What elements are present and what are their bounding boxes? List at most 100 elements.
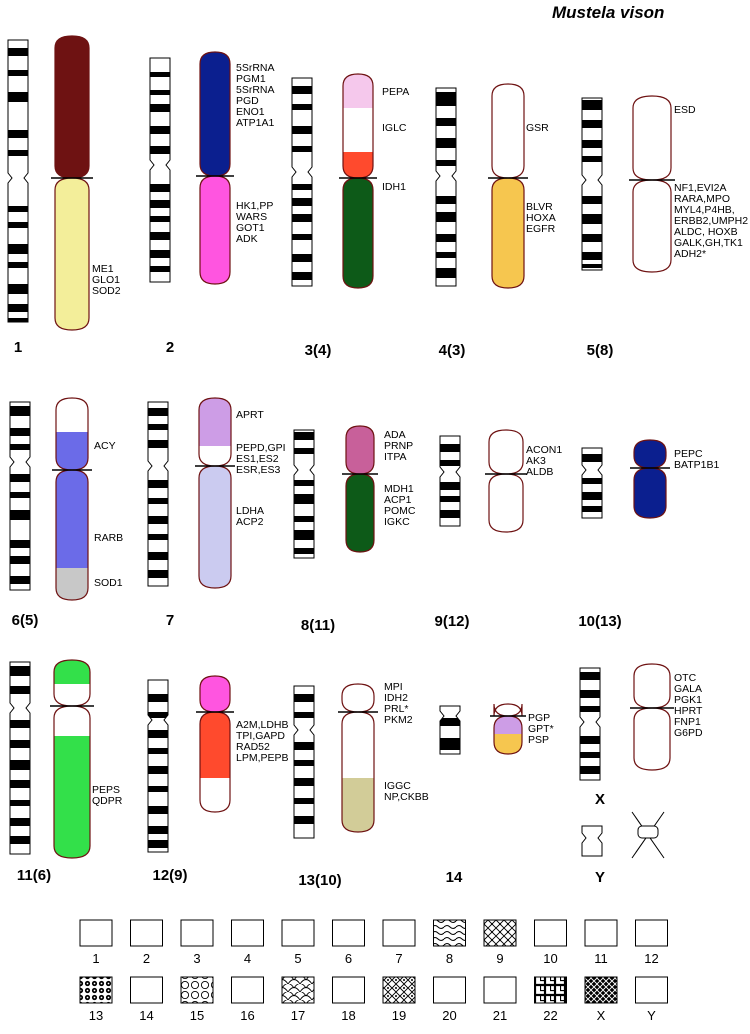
ideogram-band xyxy=(582,214,602,224)
ideogram-background xyxy=(582,826,602,856)
painted-segment xyxy=(343,152,373,178)
gene-label: ES1,ES2 xyxy=(236,453,279,465)
gene-label: FNP1 xyxy=(674,716,701,728)
ideogram-band xyxy=(8,92,28,102)
painted-segment xyxy=(200,52,230,176)
ideogram-band xyxy=(148,840,168,848)
gene-label: SOD2 xyxy=(92,285,121,297)
key-label: 8 xyxy=(446,951,453,966)
gene-label: OTC xyxy=(674,672,697,684)
ideogram-band xyxy=(150,184,170,192)
gene-label: GPT* xyxy=(528,723,554,735)
ideogram-band xyxy=(440,510,460,518)
painted-chromosome xyxy=(338,683,378,833)
chromosome-set: ME1GLO1SOD215SrRNAPGM15SrRNAPGDENO1ATP1A… xyxy=(7,35,748,889)
painted-segment xyxy=(632,180,672,272)
painted-segments xyxy=(343,74,373,288)
painted-segments xyxy=(494,716,522,754)
gene-label: ATP1A1 xyxy=(236,117,274,129)
ideogram-band xyxy=(148,694,168,702)
ideogram-band xyxy=(150,146,170,154)
ideogram-band xyxy=(436,212,456,222)
gene-label: PRL* xyxy=(384,703,409,715)
ideogram-band xyxy=(10,720,30,728)
diagram-title: Mustela vison xyxy=(552,3,664,22)
key-swatch xyxy=(332,976,365,1004)
gene-label: ADH2* xyxy=(674,248,706,260)
painted-segments xyxy=(56,432,88,600)
ideogram-band xyxy=(10,428,30,436)
key-label: Y xyxy=(647,1008,656,1023)
key-swatch xyxy=(382,976,416,1004)
ideogram-band xyxy=(8,150,28,156)
key-swatch xyxy=(79,976,113,1004)
ideogram-band xyxy=(292,272,312,280)
ideogram-bands xyxy=(580,668,600,780)
painted-segment xyxy=(56,432,88,470)
ideogram-outline xyxy=(293,685,315,839)
ideogram-bands xyxy=(10,402,30,590)
painted-segment xyxy=(341,712,375,778)
ideogram-band xyxy=(292,104,312,110)
chromosome-label: 8(11) xyxy=(301,617,335,634)
ideogram-band xyxy=(580,736,600,744)
ideogram-band xyxy=(582,120,602,128)
ideogram-band xyxy=(580,752,600,758)
ideogram-band xyxy=(582,196,602,204)
ideogram-band xyxy=(294,798,314,804)
key-swatch xyxy=(130,976,163,1004)
ideogram-band xyxy=(10,666,30,676)
gene-label: IDH1 xyxy=(382,181,406,193)
ideogram-band xyxy=(582,156,602,162)
ideogram-band xyxy=(436,118,456,126)
ideogram-bands xyxy=(148,680,168,852)
gene-label: NP,CKBB xyxy=(384,791,429,803)
key-label: X xyxy=(597,1008,606,1023)
ideogram-band xyxy=(148,424,168,430)
gene-label: ACON1 xyxy=(526,444,562,456)
ideogram-band xyxy=(292,254,312,262)
ideogram-band xyxy=(580,706,600,712)
gene-label: MYL4,P4HB, xyxy=(674,204,735,216)
painted-segments xyxy=(346,426,374,552)
ideogram-outline xyxy=(291,77,313,287)
gene-label: PGK1 xyxy=(674,694,702,706)
painted-segments xyxy=(632,96,672,272)
painted-outline xyxy=(488,429,524,533)
painted-segment xyxy=(494,734,522,754)
ideogram-band xyxy=(148,440,168,448)
chromosome-label: 4(3) xyxy=(439,342,466,359)
ideogram-band xyxy=(294,432,314,440)
painted-chromosome xyxy=(196,675,234,813)
ideogram xyxy=(435,87,457,287)
painted-segment xyxy=(56,470,88,568)
ideogram-band xyxy=(10,760,30,770)
painted-segment xyxy=(634,468,666,518)
key-swatch xyxy=(382,919,416,947)
ideogram-band xyxy=(148,480,168,488)
chromosome-label: 6(5) xyxy=(12,612,39,629)
gene-label: POMC xyxy=(384,505,416,517)
gene-label: PSP xyxy=(528,734,549,746)
key-swatch xyxy=(281,976,315,1004)
painted-segment xyxy=(56,568,88,600)
gene-label: GLO1 xyxy=(92,274,120,286)
painted-segments xyxy=(55,36,89,330)
key-label: 10 xyxy=(543,951,557,966)
ideogram-bands xyxy=(10,662,30,854)
ideogram xyxy=(579,667,601,781)
painted-chromosome xyxy=(490,703,526,755)
ideogram-band xyxy=(580,672,600,680)
key-label: 17 xyxy=(291,1008,305,1023)
ideogram-band xyxy=(148,570,168,578)
ideogram-band xyxy=(580,766,600,774)
key-label: 11 xyxy=(594,951,608,966)
gene-label: IDH2 xyxy=(384,692,408,704)
gene-label: TPI,GAPD xyxy=(236,730,285,742)
painted-segment xyxy=(633,664,671,708)
key-swatch xyxy=(433,919,466,947)
painted-segment xyxy=(54,736,90,858)
ideogram-bands xyxy=(582,826,602,856)
painted-chromosome xyxy=(195,397,235,589)
